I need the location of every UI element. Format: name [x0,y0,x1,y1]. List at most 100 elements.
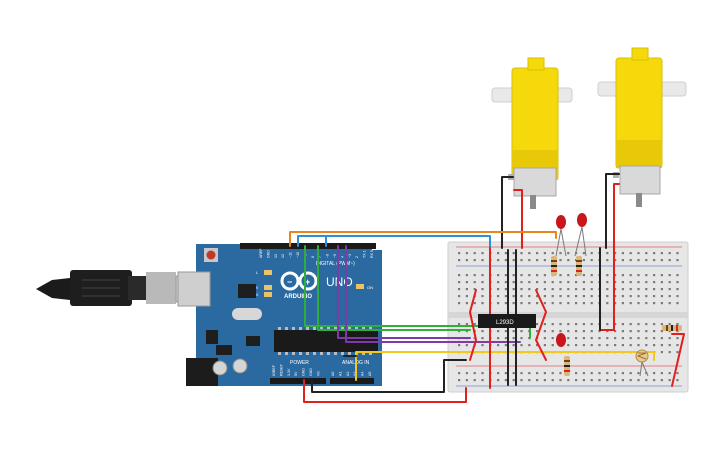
breadboard-hole[interactable] [606,259,609,262]
breadboard-hole[interactable] [551,372,554,375]
breadboard-hole[interactable] [660,252,663,255]
breadboard-hole[interactable] [497,379,500,382]
breadboard-hole[interactable] [528,274,531,277]
breadboard-hole[interactable] [582,288,585,291]
breadboard-hole[interactable] [543,288,546,291]
breadboard-hole[interactable] [504,288,507,291]
breadboard-hole[interactable] [481,288,484,291]
breadboard-hole[interactable] [614,372,617,375]
breadboard-hole[interactable] [660,372,663,375]
breadboard-hole[interactable] [606,295,609,298]
breadboard-hole[interactable] [497,295,500,298]
breadboard-hole[interactable] [614,295,617,298]
breadboard-hole[interactable] [660,302,663,305]
breadboard-hole[interactable] [559,330,562,333]
breadboard-hole[interactable] [676,330,679,333]
breadboard-hole[interactable] [575,379,578,382]
breadboard-hole[interactable] [481,259,484,262]
breadboard-hole[interactable] [559,259,562,262]
breadboard-hole[interactable] [504,281,507,284]
breadboard-hole[interactable] [590,372,593,375]
breadboard-hole[interactable] [465,379,468,382]
breadboard-hole[interactable] [668,344,671,347]
breadboard-hole[interactable] [668,259,671,262]
breadboard-hole[interactable] [621,281,624,284]
breadboard-hole[interactable] [512,274,515,277]
breadboard-hole[interactable] [653,379,656,382]
led-right[interactable] [574,213,587,257]
breadboard-hole[interactable] [481,302,484,305]
breadboard-hole[interactable] [629,372,632,375]
breadboard-hole[interactable] [536,372,539,375]
breadboard-hole[interactable] [598,330,601,333]
breadboard-hole[interactable] [614,323,617,326]
breadboard-hole[interactable] [465,295,468,298]
breadboard-hole[interactable] [606,323,609,326]
resistor[interactable] [662,325,682,331]
breadboard-hole[interactable] [582,302,585,305]
breadboard-hole[interactable] [458,252,461,255]
breadboard-hole[interactable] [629,288,632,291]
breadboard-hole[interactable] [481,330,484,333]
breadboard-hole[interactable] [614,252,617,255]
breadboard-hole[interactable] [543,302,546,305]
breadboard-hole[interactable] [559,288,562,291]
breadboard-hole[interactable] [520,295,523,298]
breadboard-hole[interactable] [473,281,476,284]
breadboard-hole[interactable] [590,281,593,284]
breadboard-hole[interactable] [567,274,570,277]
breadboard-hole[interactable] [660,330,663,333]
breadboard-hole[interactable] [575,372,578,375]
breadboard-hole[interactable] [653,337,656,340]
breadboard-hole[interactable] [629,330,632,333]
breadboard-hole[interactable] [676,252,679,255]
breadboard-hole[interactable] [567,288,570,291]
breadboard-hole[interactable] [520,252,523,255]
breadboard-hole[interactable] [660,379,663,382]
breadboard-hole[interactable] [637,379,640,382]
breadboard-hole[interactable] [543,379,546,382]
breadboard-hole[interactable] [621,323,624,326]
resistor[interactable] [564,356,570,376]
breadboard-hole[interactable] [676,302,679,305]
breadboard-hole[interactable] [606,252,609,255]
breadboard-hole[interactable] [575,274,578,277]
breadboard-hole[interactable] [575,330,578,333]
breadboard-hole[interactable] [629,295,632,298]
breadboard-hole[interactable] [465,323,468,326]
breadboard-hole[interactable] [621,259,624,262]
breadboard-hole[interactable] [676,344,679,347]
breadboard-hole[interactable] [497,337,500,340]
breadboard-hole[interactable] [543,344,546,347]
breadboard-hole[interactable] [606,274,609,277]
breadboard-hole[interactable] [582,274,585,277]
breadboard-hole[interactable] [575,337,578,340]
breadboard-hole[interactable] [512,259,515,262]
breadboard-hole[interactable] [614,302,617,305]
breadboard-hole[interactable] [497,372,500,375]
breadboard-hole[interactable] [598,344,601,347]
breadboard-hole[interactable] [582,330,585,333]
breadboard-hole[interactable] [653,295,656,298]
breadboard-hole[interactable] [590,288,593,291]
breadboard-hole[interactable] [590,274,593,277]
breadboard-hole[interactable] [528,372,531,375]
breadboard-hole[interactable] [473,259,476,262]
breadboard-hole[interactable] [551,295,554,298]
breadboard-hole[interactable] [668,372,671,375]
breadboard-hole[interactable] [614,281,617,284]
breadboard-hole[interactable] [504,379,507,382]
breadboard-hole[interactable] [520,274,523,277]
breadboard-hole[interactable] [567,337,570,340]
breadboard-hole[interactable] [575,323,578,326]
breadboard-hole[interactable] [567,344,570,347]
breadboard-hole[interactable] [520,372,523,375]
breadboard-hole[interactable] [543,295,546,298]
led-red-bottom[interactable] [556,333,566,347]
breadboard-hole[interactable] [629,323,632,326]
breadboard-hole[interactable] [676,288,679,291]
breadboard-hole[interactable] [481,274,484,277]
breadboard-hole[interactable] [590,323,593,326]
breadboard-hole[interactable] [645,295,648,298]
breadboard-hole[interactable] [512,379,515,382]
